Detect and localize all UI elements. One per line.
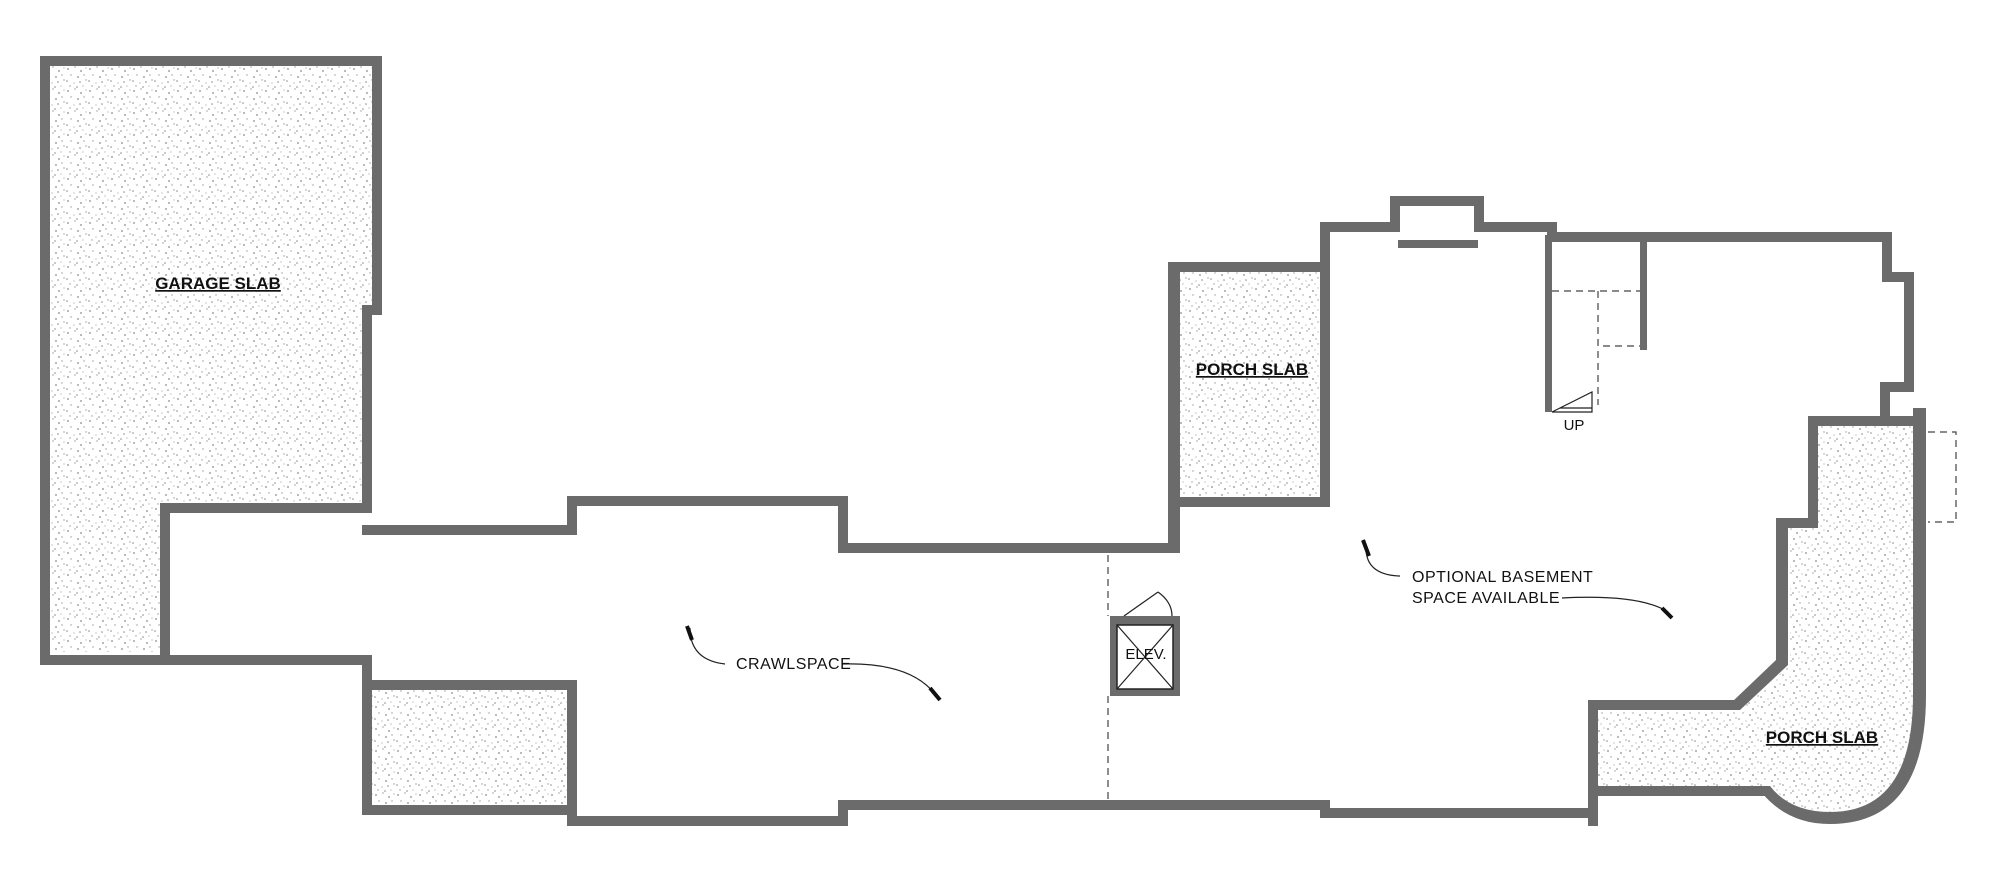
garage-wall-bottom	[40, 655, 372, 665]
basement-label-line2: SPACE AVAILABLE	[1412, 590, 1560, 607]
walls	[40, 56, 1926, 826]
crawl-wall-jog-2	[838, 496, 848, 553]
crawl-wall-top-2	[567, 496, 848, 506]
porch-lower-wall-bottom	[1598, 786, 1770, 796]
stair-up-label: UP	[1564, 417, 1585, 434]
porch-lower-wall-inner-step-3	[1776, 518, 1788, 665]
garage-wall-top	[40, 56, 382, 66]
elevator	[1110, 591, 1180, 696]
porch-upper-wall-top	[1168, 262, 1330, 272]
garage-wall-right-upper	[372, 56, 382, 315]
lower-porch-slab-area	[1598, 426, 1913, 812]
basement-label-line1: OPTIONAL BASEMENT	[1412, 569, 1593, 586]
porch-upper-wall-left	[1168, 262, 1180, 553]
basement-leader-right	[1561, 596, 1669, 613]
crawl-wall-top-3	[838, 543, 1180, 553]
crawlspace-leader-right-tick	[928, 686, 942, 702]
elevator-x	[1116, 624, 1174, 690]
lowleft-slab-wall-bottom	[362, 805, 577, 815]
porch-upper-wall-bottom	[1180, 497, 1330, 507]
stair	[1545, 235, 1647, 413]
stair-arrow	[1551, 391, 1593, 413]
crawl-wall-bottom-left	[567, 816, 848, 826]
basement-leader-left	[1365, 547, 1401, 577]
elevator-door-swing	[1123, 591, 1173, 617]
porch-lower-wall-diagonal	[1732, 660, 1788, 710]
basement-wall-top-1	[1320, 222, 1398, 232]
stair-wall-right	[1640, 236, 1647, 350]
porch-lower-wall-arc	[1762, 695, 1926, 824]
stair-dashed-outline	[1552, 290, 1640, 405]
basement-wall-right-2	[1904, 272, 1914, 392]
garage-slab-area	[50, 66, 372, 652]
elevator-label: ELEV.	[1125, 646, 1166, 663]
garage-slab-label: GARAGE SLAB	[155, 274, 281, 293]
porch-lower-wall-inner-left	[1588, 700, 1598, 826]
crawlspace-label: CRAWLSPACE	[736, 656, 851, 673]
garage-wall-inner-left	[160, 503, 170, 662]
basement-wall-right-1	[1882, 232, 1892, 282]
basement-wall-top-2	[1476, 222, 1557, 232]
basement-wall-right-3	[1880, 382, 1890, 426]
garage-wall-right-step	[362, 305, 372, 513]
upper-porch-slab-area	[1180, 272, 1320, 497]
porch-lower-wall-top	[1808, 416, 1926, 426]
crawlspace-leader-left-tick	[685, 625, 694, 641]
basement-leader-left-tick	[1361, 539, 1371, 557]
chimney-top	[1390, 196, 1484, 206]
stair-wall-left	[1545, 235, 1552, 412]
lower-left-slab-area	[372, 690, 567, 805]
slab-fills	[50, 66, 1913, 812]
porch-upper-wall-right	[1320, 222, 1330, 507]
crawlspace-leader-left	[689, 627, 726, 665]
porch-slab-upper-label: PORCH SLAB	[1196, 360, 1308, 379]
crawl-wall-top-1	[362, 525, 575, 535]
window-marker-right	[1928, 431, 1957, 523]
lowleft-slab-wall-left	[362, 655, 372, 815]
porch-lower-wall-inner-step-1	[1808, 416, 1818, 528]
garage-wall-left	[40, 56, 50, 662]
porch-slab-lower-label: PORCH SLAB	[1766, 728, 1878, 747]
basement-wall-top-3	[1547, 232, 1892, 242]
basement-leader-right-tick	[1660, 606, 1674, 620]
leaders	[685, 539, 1674, 702]
crawl-wall-bottom-mid	[838, 800, 1330, 810]
chimney-bottom	[1398, 240, 1478, 248]
lowleft-slab-wall-right	[567, 680, 577, 826]
porch-lower-wall-inner-top	[1588, 700, 1740, 710]
crawlspace-leader-right	[841, 663, 936, 695]
garage-wall-inner-bottom	[165, 503, 372, 513]
lowleft-slab-wall-top	[362, 680, 577, 690]
basement-wall-bottom-1	[1320, 808, 1598, 818]
porch-lower-wall-right	[1913, 408, 1926, 695]
